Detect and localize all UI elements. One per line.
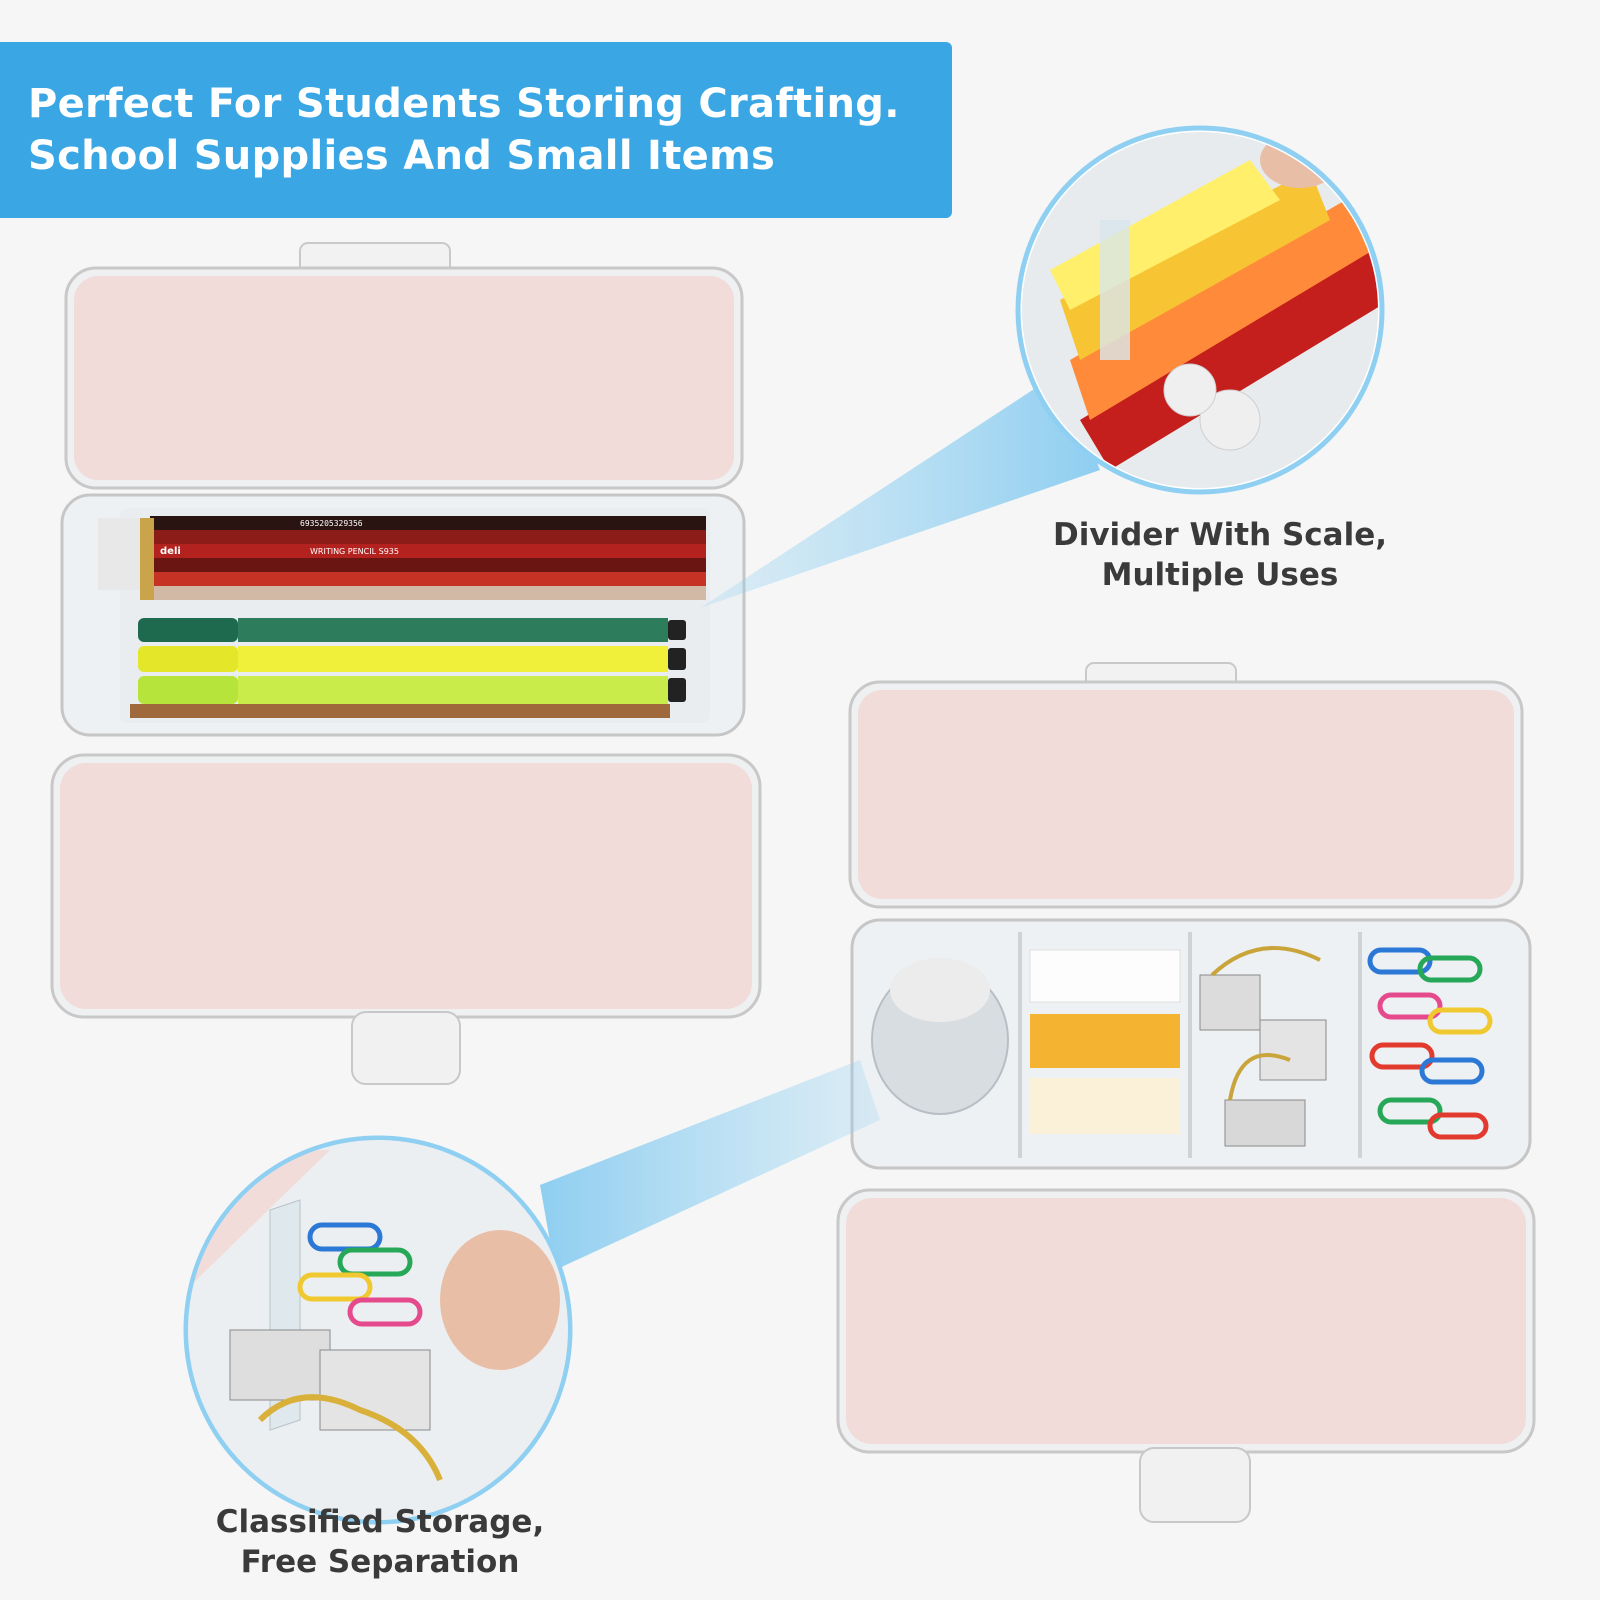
caption-storage-line-1: Classified Storage, [215, 1504, 545, 1540]
caption-storage: Classified Storage, Free Separation [170, 1502, 590, 1582]
markers [130, 618, 686, 718]
pencil-brand-text: deli [160, 546, 181, 557]
paper-clips [1367, 947, 1493, 1140]
pencil-case-left: 6935205329356 deli WRITING PENCIL S935 [50, 242, 762, 1085]
zoom-circle-storage [183, 1135, 573, 1525]
lid-pink-panel [846, 1198, 1526, 1444]
caption-storage-line-2: Free Separation [240, 1544, 520, 1580]
banner-line-2: School Supplies And Small Items [28, 133, 776, 179]
pencil-label-text: WRITING PENCIL S935 [310, 547, 399, 556]
zoom-circle-divider [1015, 125, 1385, 495]
binder-clip [1199, 974, 1261, 1031]
header-banner: Perfect For Students Storing Crafting. S… [0, 42, 952, 218]
pencil-barcode-text: 6935205329356 [300, 519, 363, 528]
binder-clip [1259, 1019, 1327, 1081]
pencils [98, 516, 706, 600]
sticky-note-cream [1030, 1078, 1180, 1134]
pencil-case-right [836, 662, 1536, 1523]
banner-line-1: Perfect For Students Storing Crafting. [28, 81, 900, 127]
binder-clip [1224, 1099, 1306, 1147]
lid-pink-panel [74, 276, 734, 480]
finger [440, 1230, 560, 1370]
lid-pink-panel [858, 690, 1514, 899]
sticky-note-white [1029, 949, 1181, 1003]
case-clasp-bottom [1139, 1447, 1251, 1523]
case-clasp-bottom [351, 1011, 461, 1085]
lid-pink-panel [60, 763, 752, 1009]
caption-divider: Divider With Scale, Multiple Uses [1010, 515, 1430, 595]
callout-beam-storage [540, 1060, 880, 1270]
sticky-note-orange [1030, 1014, 1180, 1068]
callout-beam-divider [700, 372, 1100, 608]
caption-divider-line-1: Divider With Scale, [1052, 517, 1388, 553]
caption-divider-line-2: Multiple Uses [1101, 557, 1339, 593]
banner-text: Perfect For Students Storing Crafting. S… [28, 78, 900, 182]
